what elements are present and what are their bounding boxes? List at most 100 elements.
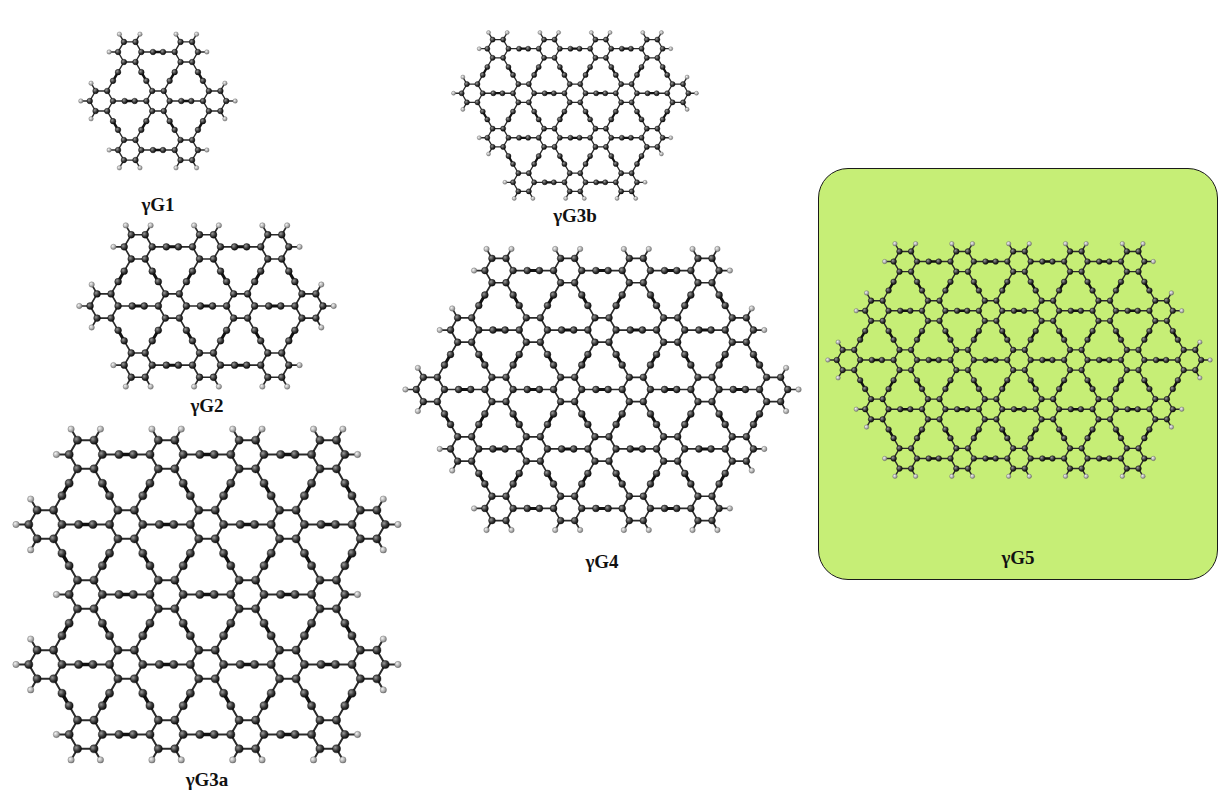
carbon-atom (138, 49, 144, 55)
carbon-atom (510, 72, 515, 77)
carbon-atom (331, 660, 339, 668)
carbon-atom (661, 267, 668, 274)
carbon-atom (133, 157, 139, 163)
carbon-atom (609, 135, 614, 140)
carbon-atom (660, 117, 665, 122)
carbon-atom (603, 126, 608, 131)
carbon-atom (523, 314, 530, 321)
carbon-atom (150, 49, 156, 55)
carbon-atom (252, 436, 260, 444)
carbon-atom (532, 109, 537, 114)
carbon-atom (626, 374, 633, 381)
carbon-atom (260, 479, 268, 487)
carbon-atom (454, 433, 461, 440)
carbon-atom (227, 450, 235, 458)
carbon-atom (434, 398, 441, 405)
carbon-atom (490, 126, 495, 131)
carbon-atom (653, 351, 660, 358)
carbon-atom (552, 144, 557, 149)
carbon-atom (195, 506, 203, 514)
hydrogen-atom (451, 91, 455, 95)
carbon-atom (251, 520, 259, 528)
carbon-atom (292, 535, 300, 543)
carbon-atom (537, 339, 544, 346)
carbon-atom (144, 98, 150, 104)
hydrogen-atom (260, 384, 265, 389)
carbon-atom (93, 88, 99, 94)
carbon-atom (114, 646, 122, 654)
carbon-atom (489, 398, 496, 405)
carbon-atom (594, 180, 599, 185)
carbon-atom (211, 675, 219, 683)
hydrogen-atom (340, 426, 346, 432)
carbon-atom (550, 362, 557, 369)
carbon-atom (210, 350, 217, 357)
hydrogen-atom (79, 99, 83, 103)
carbon-atom (523, 339, 530, 346)
carbon-atom (65, 590, 73, 598)
carbon-atom (58, 660, 66, 668)
carbon-atom (687, 386, 694, 393)
carbon-atom (503, 279, 510, 286)
carbon-atom (557, 135, 562, 140)
carbon-atom (490, 55, 495, 60)
carbon-atom (196, 590, 204, 598)
carbon-atom (171, 605, 179, 613)
carbon-atom (468, 339, 475, 346)
carbon-atom (459, 91, 464, 96)
carbon-atom (588, 64, 593, 69)
carbon-atom (532, 91, 537, 96)
carbon-atom (613, 302, 620, 309)
carbon-atom (687, 411, 694, 418)
carbon-atom (277, 730, 285, 738)
hydrogen-atom (694, 91, 698, 95)
carbon-atom (619, 362, 626, 369)
carbon-atom (139, 689, 147, 697)
carbon-atom (121, 157, 127, 163)
carbon-atom (562, 109, 567, 114)
carbon-atom (673, 267, 680, 274)
hydrogen-atom (380, 636, 386, 642)
carbon-atom (217, 268, 224, 275)
hydrogen-atom (53, 591, 59, 597)
carbon-atom (260, 730, 268, 738)
carbon-atom (300, 632, 308, 640)
carbon-atom (244, 290, 251, 297)
carbon-atom (464, 82, 469, 87)
carbon-atom (251, 660, 259, 668)
carbon-atom (200, 98, 206, 104)
carbon-atom (639, 135, 644, 140)
carbon-atom (532, 161, 537, 166)
hydrogen-atom (28, 687, 34, 693)
carbon-atom (603, 144, 608, 149)
carbon-atom (441, 362, 448, 369)
carbon-atom (65, 702, 73, 710)
carbon-atom (149, 243, 156, 250)
carbon-atom (277, 590, 285, 598)
carbon-atom (90, 436, 98, 444)
carbon-atom (639, 117, 644, 122)
carbon-atom (420, 374, 427, 381)
carbon-atom (223, 327, 230, 334)
hydrogen-atom (487, 31, 491, 35)
carbon-atom (490, 446, 497, 453)
carbon-atom (115, 49, 121, 55)
carbon-atom (629, 100, 634, 105)
carbon-atom (146, 619, 154, 627)
carbon-atom (292, 675, 300, 683)
carbon-atom (227, 702, 235, 710)
carbon-atom (141, 303, 148, 310)
carbon-atom (267, 549, 275, 557)
carbon-atom (58, 632, 66, 640)
carbon-atom (267, 632, 275, 640)
carbon-atom (501, 37, 506, 42)
hydrogen-atom (178, 757, 184, 763)
carbon-atom (578, 189, 583, 194)
hydrogen-atom (685, 75, 689, 79)
carbon-atom (516, 189, 521, 194)
carbon-atom (58, 492, 66, 500)
carbon-atom (278, 231, 285, 238)
hydrogen-atom (437, 327, 442, 332)
hydrogen-atom (310, 757, 316, 763)
carbon-atom (155, 327, 162, 334)
